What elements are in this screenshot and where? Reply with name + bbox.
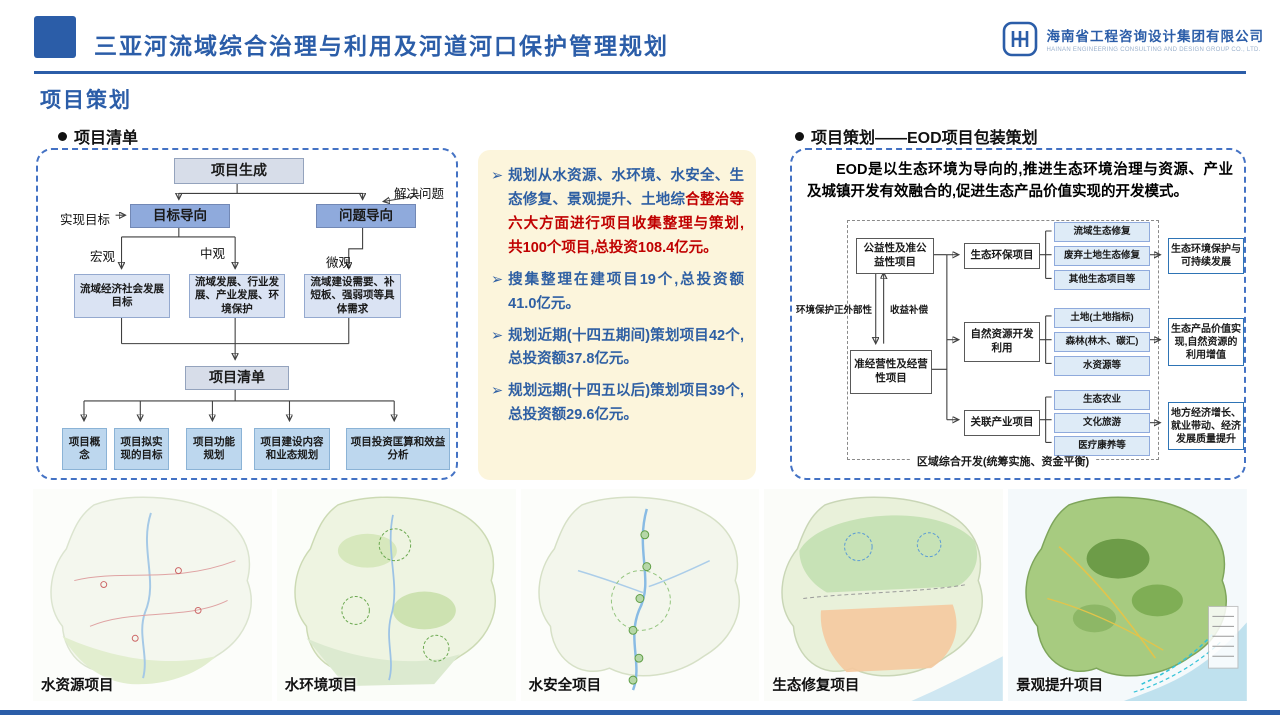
map-image-water-environment bbox=[276, 489, 516, 701]
flow-box-project-targets: 项目拟实现的目标 bbox=[114, 428, 169, 470]
flow-box-project-list: 项目清单 bbox=[185, 366, 289, 390]
note-item: ➢ 规划近期(十四五期间)策划项目42个,总投资额37.8亿元。 bbox=[491, 325, 744, 373]
eod-intro-text: EOD是以生态环境为导向的,推进生态环境治理与资源、产业及城镇开发有效融合的,促… bbox=[807, 162, 1233, 201]
note-item: ➢ 搜集整理在建项目19个,总投资额41.0亿元。 bbox=[491, 269, 744, 317]
flow-label-micro: 微观 bbox=[326, 256, 352, 270]
flow-box-basin-socioeconomic-goals: 流域经济社会发展目标 bbox=[74, 274, 170, 318]
note-text: 搜集整理在建项目19个,总投资额41.0亿元。 bbox=[508, 271, 744, 312]
project-list-flowchart: 项目生成 目标导向 问题导向 实现目标 解决问题 宏观 中观 微观 流域经济社会… bbox=[36, 148, 458, 480]
flow-box-problem-oriented: 问题导向 bbox=[316, 204, 416, 228]
right-heading-label: 项目策划——EOD项目包装策划 bbox=[811, 130, 1038, 147]
company-logo-icon bbox=[1002, 21, 1037, 57]
map-eco-restoration: 生态修复项目 bbox=[764, 489, 1004, 701]
map-water-resources: 水资源项目 bbox=[33, 489, 272, 701]
flow-box-investment-benefit: 项目投资匡算和效益分析 bbox=[346, 428, 450, 470]
right-heading: 项目策划——EOD项目包装策划 bbox=[795, 124, 1038, 148]
flow-box-goal-oriented: 目标导向 bbox=[130, 204, 230, 228]
eod-chip-medical-wellness: 医疗康养等 bbox=[1054, 436, 1150, 456]
flow-box-function-planning: 项目功能规划 bbox=[186, 428, 242, 470]
note-item: ➢ 规划从水资源、水环境、水安全、生态修复、景观提升、土地综合整治等六大方面进行… bbox=[491, 165, 744, 261]
bullet-icon bbox=[795, 131, 804, 141]
maps-row: 水资源项目 水环境项目 bbox=[33, 489, 1247, 701]
left-heading-label: 项目清单 bbox=[74, 130, 139, 147]
footer-accent-bar bbox=[0, 710, 1280, 715]
map-image-water-safety bbox=[520, 489, 760, 701]
eod-group-natural-resources: 自然资源开发利用 bbox=[964, 322, 1040, 362]
eod-outcome-local-economy: 地方经济增长、就业带动、经济发展质量提升 bbox=[1168, 402, 1244, 450]
note-item: ➢ 规划远期(十四五以后)策划项目39个,总投资额29.6亿元。 bbox=[491, 380, 744, 428]
eod-chip-forest: 森林(林木、碳汇) bbox=[1054, 332, 1150, 352]
eod-chip-other-eco-projects: 其他生态项目等 bbox=[1054, 270, 1150, 290]
eod-group-eco-protection: 生态环保项目 bbox=[964, 243, 1040, 269]
company-logo: 海南省工程咨询设计集团有限公司 HAINAN ENGINEERING CONSU… bbox=[1001, 20, 1265, 58]
map-label: 景观提升项目 bbox=[1016, 678, 1104, 694]
eod-label-positive-externality: 环境保护正外部性 bbox=[795, 305, 872, 316]
header-divider bbox=[34, 71, 1246, 74]
map-landscape-enhancement: 景观提升项目 bbox=[1008, 489, 1247, 701]
eod-chip-water-resources: 水资源等 bbox=[1054, 356, 1150, 376]
flow-box-basin-construction-needs: 流域建设需要、补短板、强弱项等具体需求 bbox=[304, 274, 401, 318]
eod-footer-label: 区域综合开发(统筹实施、资金平衡) bbox=[847, 453, 1159, 469]
map-label: 生态修复项目 bbox=[772, 678, 860, 694]
note-text: 规划远期(十四五以后)策划项目39个,总投资额29.6亿元。 bbox=[508, 383, 744, 424]
map-water-environment: 水环境项目 bbox=[276, 489, 516, 701]
header-accent-square bbox=[34, 16, 76, 58]
section-title: 项目策划 bbox=[40, 89, 132, 112]
key-figures-panel: ➢ 规划从水资源、水环境、水安全、生态修复、景观提升、土地综合整治等六大方面进行… bbox=[478, 150, 756, 480]
note-text: 规划近期(十四五期间)策划项目42个,总投资额37.8亿元。 bbox=[508, 327, 744, 368]
flow-box-project-generation: 项目生成 bbox=[174, 158, 304, 184]
flow-box-project-concept: 项目概念 bbox=[62, 428, 107, 470]
eod-box-public-welfare: 公益性及准公益性项目 bbox=[856, 238, 934, 274]
map-label: 水环境项目 bbox=[284, 678, 358, 694]
flow-box-basin-industry-development: 流域发展、行业发展、产业发展、环境保护 bbox=[189, 274, 285, 318]
company-name: 海南省工程咨询设计集团有限公司 bbox=[1046, 29, 1264, 44]
map-label: 水安全项目 bbox=[528, 678, 602, 694]
flow-label-solve-problem: 解决问题 bbox=[394, 187, 445, 201]
map-image-eco-restoration bbox=[764, 489, 1004, 701]
map-label: 水资源项目 bbox=[41, 678, 114, 694]
eod-chip-cultural-tourism: 文化旅游 bbox=[1054, 413, 1150, 433]
map-image-water-resources bbox=[33, 489, 272, 701]
eod-outcome-sustainable-protection: 生态环境保护与可持续发展 bbox=[1168, 238, 1244, 274]
eod-group-related-industry: 关联产业项目 bbox=[964, 410, 1040, 436]
company-name-en: HAINAN ENGINEERING CONSULTING AND DESIGN… bbox=[1046, 47, 1261, 53]
eod-chip-eco-agriculture: 生态农业 bbox=[1054, 390, 1150, 410]
eod-chip-abandoned-land-restoration: 废弃土地生态修复 bbox=[1054, 246, 1150, 266]
bullet-icon bbox=[58, 131, 67, 141]
page-title: 三亚河流域综合治理与利用及河道河口保护管理规划 bbox=[94, 33, 669, 59]
arrow-bullet-icon: ➢ bbox=[491, 327, 504, 344]
arrow-bullet-icon: ➢ bbox=[491, 383, 504, 400]
flow-label-meso: 中观 bbox=[200, 247, 226, 261]
flow-box-construction-content: 项目建设内容和业态规划 bbox=[254, 428, 330, 470]
map-image-landscape-enhancement bbox=[1008, 489, 1247, 701]
eod-chip-basin-eco-restoration: 流域生态修复 bbox=[1054, 222, 1150, 242]
eod-box-quasi-operational: 准经营性及经营性项目 bbox=[850, 350, 932, 394]
arrow-bullet-icon: ➢ bbox=[491, 168, 504, 184]
map-water-safety: 水安全项目 bbox=[520, 489, 760, 701]
flowchart-connectors bbox=[38, 183, 420, 478]
flow-label-realize-goal: 实现目标 bbox=[60, 213, 111, 227]
eod-outcome-eco-product-value: 生态产品价值实现,自然资源的利用增值 bbox=[1168, 318, 1244, 366]
flow-label-macro: 宏观 bbox=[90, 250, 116, 264]
company-logo-text: 海南省工程咨询设计集团有限公司 HAINAN ENGINEERING CONSU… bbox=[1047, 25, 1265, 53]
eod-label-benefit-compensation: 收益补偿 bbox=[890, 305, 929, 316]
eod-panel: EOD是以生态环境为导向的,推进生态环境治理与资源、产业及城镇开发有效融合的,促… bbox=[790, 148, 1246, 480]
note-text: 规划从水资源、水环境、水安全、生态修复、景观提升、土地综合整治等六大方面进行项目… bbox=[508, 168, 745, 256]
eod-chip-land: 土地(土地指标) bbox=[1054, 308, 1150, 328]
left-heading: 项目清单 bbox=[58, 124, 138, 148]
arrow-bullet-icon: ➢ bbox=[491, 271, 504, 288]
